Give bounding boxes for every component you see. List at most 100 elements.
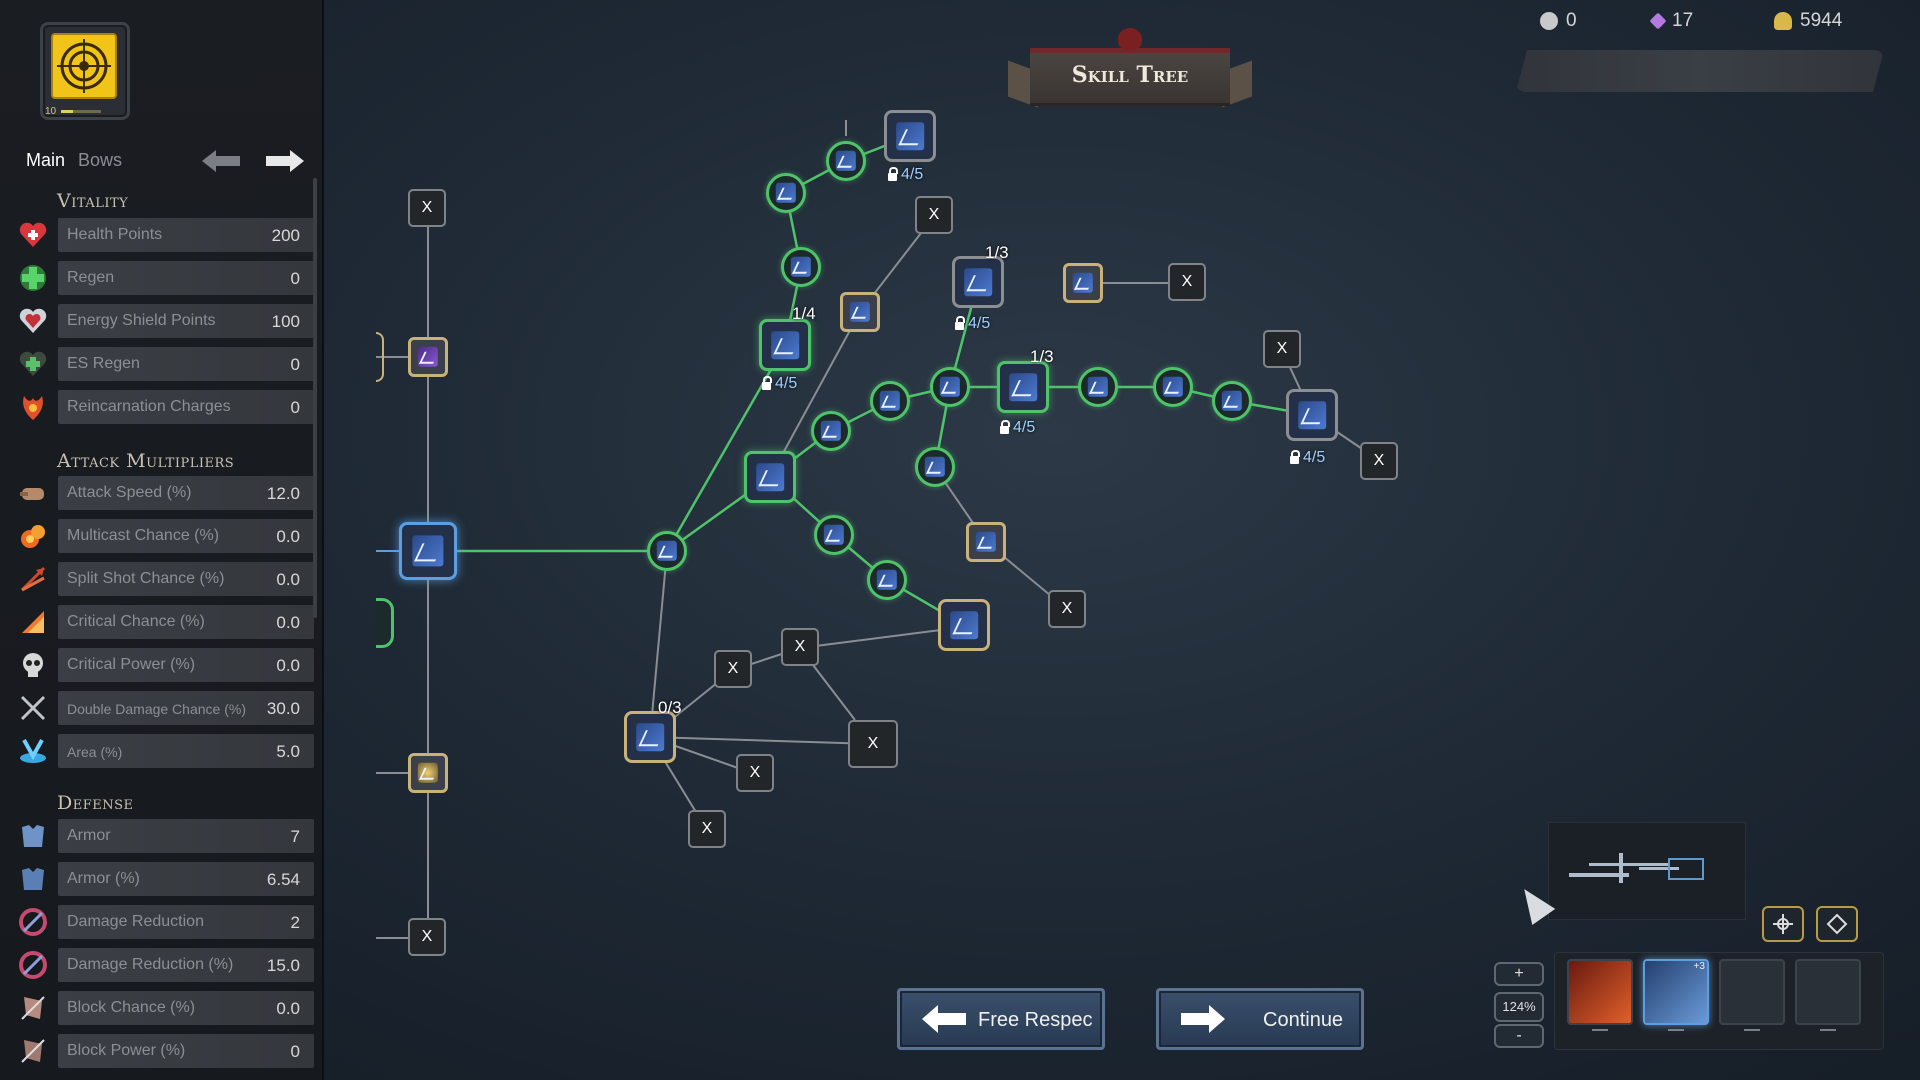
currency-value: 5944 [1800,10,1843,31]
diamond-view-icon[interactable] [1816,906,1858,942]
skill-node-upper-b[interactable] [781,247,821,287]
area-vortex-icon [18,736,48,766]
stat-label: Damage Reduction (%) [67,956,234,973]
skill-node-red-gem[interactable] [840,292,880,332]
currency-value: 17 [1672,10,1694,31]
offscreen-node-edge[interactable] [376,598,394,648]
node-level-label: 0/3 [658,698,682,717]
es-regen-icon [18,349,48,379]
zoom-in-button[interactable]: + [1494,962,1544,986]
node-lock-label: 4/5 [888,166,923,184]
skull-icon [18,650,48,680]
stat-value: 15.0 [266,956,300,975]
skill-node-bottom[interactable] [624,711,676,763]
tab-main[interactable]: Main [26,150,66,170]
hotbar-slot-empty-skull-icon[interactable] [1719,959,1785,1025]
locked-node-x[interactable]: X [714,650,752,688]
hotbar-slot-fireball-icon[interactable] [1567,959,1633,1025]
crossed-swords-icon [18,693,48,723]
skill-node-top-right[interactable] [952,256,1004,308]
stat-label: Attack Speed (%) [67,484,192,501]
skill-node-low-b[interactable] [867,560,907,600]
stat-value: 0 [290,355,300,374]
stat-label: Split Shot Chance (%) [67,570,225,587]
locked-node-x[interactable]: X [1263,330,1301,368]
skill-node-upper-c[interactable] [766,173,806,213]
locked-node-x[interactable]: X [848,720,898,768]
fire-swirl-icon [18,521,48,551]
skill-node-low-c[interactable] [938,599,990,651]
stats-scrollbar[interactable] [313,178,317,618]
skill-node-branch-a[interactable] [744,451,796,503]
tree-minimap[interactable] [1548,822,1746,920]
skill-node-purple-star[interactable] [408,337,448,377]
hotbar-slot-empty-skull-icon[interactable] [1795,959,1861,1025]
skill-node-mid-g[interactable] [1212,381,1252,421]
stat-value: 12.0 [266,484,300,503]
locked-node-x[interactable]: X [688,810,726,848]
block-shield-icon [18,993,48,1023]
stat-label: ES Regen [67,355,140,372]
stat-row-armor-percent: Armor (%)6.54 [14,860,314,898]
hotbar-slot-lightning-arrow-icon[interactable]: +3 [1643,959,1709,1025]
title-banner: Skill Tree [1000,28,1260,110]
skill-node-upper-d[interactable] [826,141,866,181]
free-respec-button[interactable]: Free Respec [897,988,1105,1050]
skill-node-low-a[interactable] [814,515,854,555]
skill-node-sub-b[interactable] [966,522,1006,562]
skill-node-mid-b[interactable] [870,381,910,421]
skill-node-top-right-b[interactable] [1063,263,1103,303]
skill-node-root[interactable] [399,522,457,580]
center-view-icon[interactable] [1762,906,1804,942]
skill-node-upper-top[interactable] [884,110,936,162]
slot-badge: +3 [1693,961,1705,972]
skill-node-hub[interactable] [647,531,687,571]
locked-node-x[interactable]: X [1048,590,1086,628]
locked-node-x[interactable]: X [1360,442,1398,480]
skill-node-sub-a[interactable] [915,447,955,487]
tab-bows[interactable]: Bows [78,150,123,170]
currency-skulls: 0 [1540,10,1577,32]
zoom-out-button[interactable]: - [1494,1024,1544,1048]
locked-node-x[interactable]: X [915,196,953,234]
skill-node-mid-f[interactable] [1153,367,1193,407]
stat-label: Armor [67,827,111,844]
stat-label: Area (%) [67,744,123,760]
zoom-level-display: 124% [1494,992,1544,1022]
continue-button[interactable]: Continue [1156,988,1364,1050]
stat-value: 0 [290,1042,300,1061]
offscreen-node-edge[interactable] [376,332,384,382]
stat-label: Regen [67,269,115,286]
node-level-label: 1/3 [1030,347,1054,366]
stat-row-damage-reduction-percent: Damage Reduction (%) 15.0 [14,946,314,984]
skill-node-mid-a[interactable] [811,411,851,451]
stat-label: Critical Power (%) [67,656,196,673]
stat-value: 0.0 [276,570,300,589]
skill-node-far-right[interactable] [1286,389,1338,441]
skill-node-burst[interactable] [408,753,448,793]
locked-node-x[interactable]: X [781,628,819,666]
next-tab-arrow-icon[interactable] [266,150,304,172]
locked-node-x[interactable]: X [1168,263,1206,301]
skill-node-mid-e[interactable] [1078,367,1118,407]
locked-node-x[interactable]: X [736,754,774,792]
skill-hotbar: +3 [1554,952,1884,1050]
locked-node-x[interactable]: X [408,918,446,956]
prev-tab-arrow-icon[interactable] [202,150,240,172]
class-icon-button[interactable]: 10 [40,22,130,120]
skill-node-mid-c[interactable] [930,367,970,407]
skill-node-mid-d[interactable] [997,361,1049,413]
stat-label: Reincarnation Charges [67,398,231,415]
stat-row-critical-power: Critical Power (%)0.0 [14,646,314,684]
button-label: Free Respec [978,1009,1093,1031]
crit-wedge-icon [18,607,48,637]
tab-bar: Main Bows [26,150,130,171]
node-lock-label: 4/5 [955,315,990,333]
skill-node-upper-a[interactable] [759,319,811,371]
stat-value: 0.0 [276,613,300,632]
button-label: Continue [1263,1009,1344,1031]
locked-node-x[interactable]: X [408,189,446,227]
